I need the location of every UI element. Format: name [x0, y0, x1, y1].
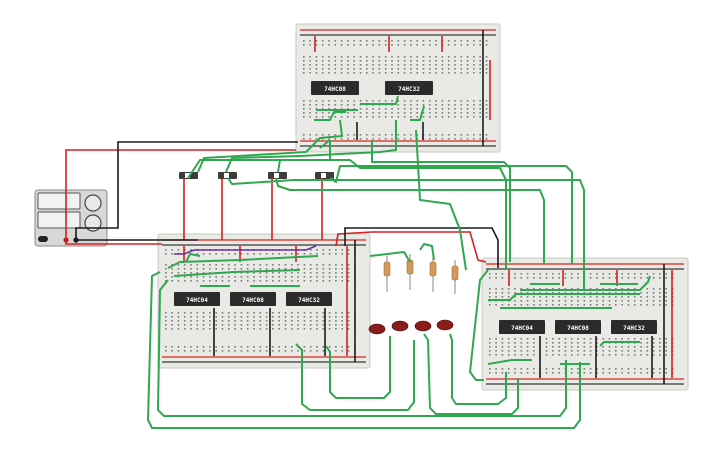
chip-left-3: 74HC32 [286, 292, 332, 306]
chip-label: 74HC04 [511, 325, 533, 332]
chip-left-1: 74HC04 [174, 292, 220, 306]
voltage-knob[interactable] [84, 194, 102, 212]
current-knob[interactable] [84, 214, 102, 232]
chip-right-1: 74HC04 [499, 320, 545, 334]
chip-top-1: 74HC08 [311, 81, 359, 95]
led-4 [436, 319, 454, 331]
chip-right-3: 74HC32 [611, 320, 657, 334]
chip-label: 74HC08 [567, 325, 589, 332]
psu-power-switch[interactable] [38, 236, 48, 242]
power-supply[interactable] [34, 189, 108, 247]
switch-2[interactable] [218, 172, 237, 179]
chip-label: 74HC08 [242, 297, 264, 304]
signal-wires [147, 95, 651, 429]
led-3 [414, 320, 432, 332]
resistor-3 [429, 256, 437, 292]
psu-display-voltage [37, 192, 81, 210]
chip-label: 74HC32 [398, 86, 420, 93]
resistor-2 [406, 254, 414, 290]
switch-3[interactable] [268, 172, 287, 179]
chip-label: 74HC08 [324, 86, 346, 93]
chip-label: 74HC32 [623, 325, 645, 332]
chip-right-2: 74HC08 [555, 320, 601, 334]
psu-display-current [37, 211, 81, 229]
chip-top-2: 74HC32 [385, 81, 433, 95]
chip-label: 74HC32 [298, 297, 320, 304]
power-wires [65, 141, 499, 268]
resistor-1 [383, 256, 391, 292]
switch-4[interactable] [315, 172, 334, 179]
led-2 [391, 320, 409, 332]
chip-label: 74HC04 [186, 297, 208, 304]
chip-left-2: 74HC08 [230, 292, 276, 306]
resistor-4 [451, 260, 459, 294]
led-1 [368, 323, 386, 335]
